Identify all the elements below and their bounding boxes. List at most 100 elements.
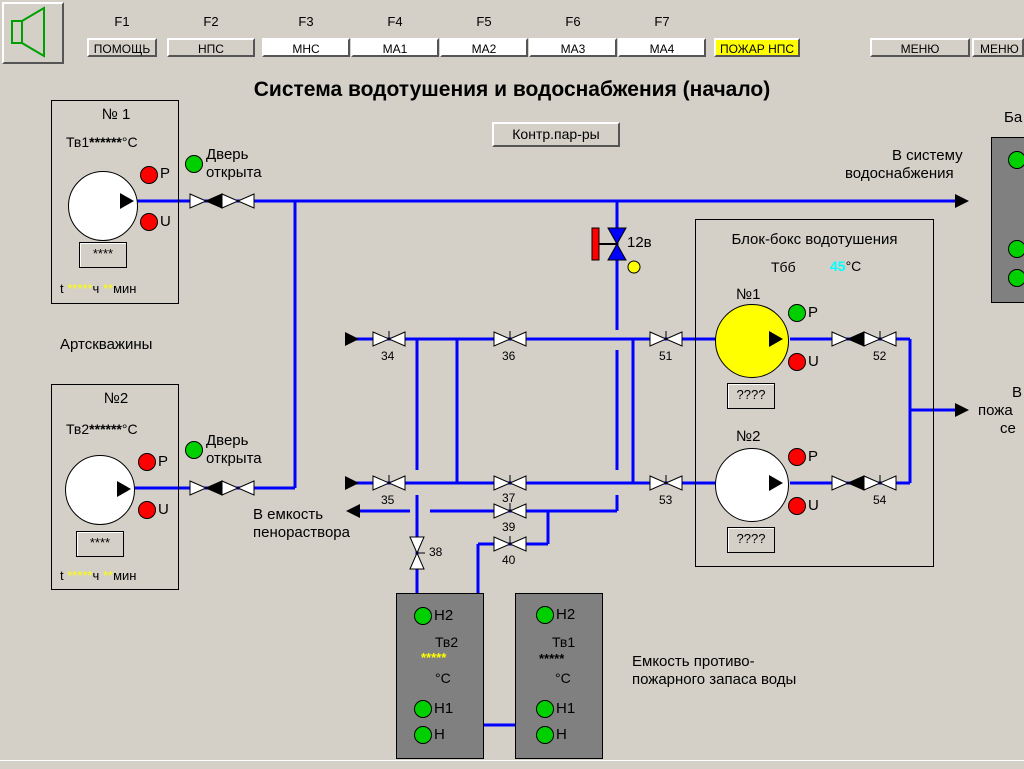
valve-52-label: 52 bbox=[873, 349, 887, 363]
well-1-panel: № 1 Тв1******°C P U **** t *****ч **мин bbox=[51, 100, 179, 304]
to-supply-label-2: водоснабжения bbox=[845, 165, 954, 182]
pump-1-u-label: U bbox=[808, 353, 819, 370]
fkey-f4: F4 bbox=[387, 14, 403, 29]
tank-1-unit: °C bbox=[555, 670, 571, 686]
bottom-edge bbox=[0, 760, 1024, 769]
well-1-temp: Тв1******°C bbox=[66, 134, 138, 150]
ma2-button[interactable]: МА2 bbox=[440, 38, 528, 57]
help-button[interactable]: ПОМОЩЬ bbox=[87, 38, 157, 57]
pump-1-title: №1 bbox=[736, 286, 761, 303]
fkey-f7: F7 bbox=[654, 14, 670, 29]
tank-1-value: ***** bbox=[539, 651, 565, 666]
tank-2-value: ***** bbox=[421, 650, 447, 665]
pump-2-p-label: P bbox=[808, 448, 819, 465]
valve-39-label: 39 bbox=[502, 520, 516, 534]
right-panel bbox=[991, 137, 1024, 303]
mns-button[interactable]: МНС bbox=[262, 38, 350, 57]
valve-53-label: 53 bbox=[659, 493, 673, 507]
valve-12-label: 12в bbox=[627, 234, 652, 251]
pump-direction-icon bbox=[117, 481, 131, 497]
fkey-f6: F6 bbox=[565, 14, 581, 29]
well-2-u-label: U bbox=[158, 501, 169, 518]
right-indicator-3 bbox=[1008, 269, 1024, 287]
pump-direction-icon bbox=[769, 475, 783, 491]
valve-35-label: 35 bbox=[381, 493, 395, 507]
tank-label-2: пожарного запаса воды bbox=[632, 671, 797, 688]
to-foam-label-1: В емкость bbox=[253, 506, 324, 523]
door-2-indicator bbox=[185, 441, 203, 459]
pump-2-title: №2 bbox=[736, 428, 761, 445]
tank-2-h-indicator bbox=[414, 726, 432, 744]
valve-34-label: 34 bbox=[381, 349, 395, 363]
tank-1-name: Тв1 bbox=[552, 634, 576, 650]
right-indicator-2 bbox=[1008, 240, 1024, 258]
well-2-status-box: **** bbox=[76, 531, 124, 557]
tank-1-h2-indicator bbox=[536, 606, 554, 624]
well-1-p-indicator bbox=[140, 166, 158, 184]
valve-54-label: 54 bbox=[873, 493, 887, 507]
pump-direction-icon bbox=[769, 331, 783, 347]
well-1-runtime: t *****ч **мин bbox=[60, 281, 137, 296]
pump-2-u-label: U bbox=[808, 497, 819, 514]
firebox-panel: Блок-бокс водотушения Тбб 45°C №1 P U ??… bbox=[695, 219, 934, 567]
tank-2-h1-indicator bbox=[414, 700, 432, 718]
door-1-label-2: открыта bbox=[206, 164, 262, 181]
right-indicator-1 bbox=[1008, 151, 1024, 169]
tank-1-h1-label: Н1 bbox=[556, 700, 576, 717]
pump-direction-icon bbox=[120, 193, 134, 209]
tank-2-h2-label: Н2 bbox=[434, 607, 454, 624]
fkey-f2: F2 bbox=[203, 14, 219, 29]
door-1-label-1: Дверь bbox=[206, 146, 249, 163]
pump-2-status-box: ???? bbox=[727, 527, 775, 553]
tank-2-h2-indicator bbox=[414, 607, 432, 625]
page-title: Система водотушения и водоснабжения (нач… bbox=[253, 78, 771, 101]
tank-1-h-label: Н bbox=[556, 726, 567, 743]
ma4-button[interactable]: МА4 bbox=[618, 38, 706, 57]
pump-1-status-box: ???? bbox=[727, 383, 775, 409]
nps-button[interactable]: НПС bbox=[167, 38, 255, 57]
fire-nps-button[interactable]: ПОЖАР НПС bbox=[714, 38, 800, 57]
firebox-temp: 45°C bbox=[830, 258, 862, 274]
to-fire-label-3: се bbox=[1000, 420, 1016, 437]
params-button[interactable]: Контр.пар-ры bbox=[492, 122, 620, 147]
tank-2-h1-label: Н1 bbox=[434, 700, 454, 717]
well-1-title: № 1 bbox=[101, 106, 131, 123]
pump-2-u-indicator bbox=[788, 497, 806, 515]
menu-button[interactable]: МЕНЮ bbox=[870, 38, 970, 57]
speaker-button[interactable] bbox=[2, 2, 64, 64]
tank-1-h1-indicator bbox=[536, 700, 554, 718]
well-1-status-box: **** bbox=[79, 242, 127, 268]
ma3-button[interactable]: МА3 bbox=[529, 38, 617, 57]
ma1-button[interactable]: МА1 bbox=[351, 38, 439, 57]
to-supply-label-1: В систему bbox=[892, 147, 963, 164]
tank-2-name: Тв2 bbox=[435, 634, 459, 650]
well-2-temp: Тв2******°C bbox=[66, 421, 138, 437]
to-fire-label-1: В bbox=[1012, 384, 1023, 401]
tank-2-h-label: Н bbox=[434, 726, 445, 743]
well-2-u-indicator bbox=[138, 501, 156, 519]
tank-2[interactable]: Н2 Тв2 ***** °C Н1 Н bbox=[396, 593, 484, 759]
tank-1-h-indicator bbox=[536, 726, 554, 744]
fkey-f1: F1 bbox=[114, 14, 130, 29]
right-panel-label: Ба bbox=[1004, 109, 1023, 126]
fkey-f5: F5 bbox=[476, 14, 492, 29]
to-foam-label-2: пенораствора bbox=[253, 524, 350, 541]
wells-label: Артскважины bbox=[60, 336, 153, 353]
well-1-u-indicator bbox=[140, 213, 158, 231]
door-1-indicator bbox=[185, 155, 203, 173]
menu-button-2[interactable]: МЕНЮ bbox=[972, 38, 1024, 57]
pump-2-p-indicator bbox=[788, 448, 806, 466]
pump-1-p-label: P bbox=[808, 304, 819, 321]
door-2-label-2: открыта bbox=[206, 450, 262, 467]
valve-40-label: 40 bbox=[502, 553, 516, 567]
valve-37-label: 37 bbox=[502, 491, 516, 505]
valve-38-label: 38 bbox=[429, 545, 443, 559]
well-2-p-label: P bbox=[158, 453, 169, 470]
firebox-title: Блок-бокс водотушения bbox=[731, 231, 898, 248]
fkey-f3: F3 bbox=[298, 14, 314, 29]
well-2-title: №2 bbox=[103, 390, 129, 407]
tank-1-h2-label: Н2 bbox=[556, 606, 576, 623]
valve-51-label: 51 bbox=[659, 349, 673, 363]
tank-1[interactable]: Н2 Тв1 ***** °C Н1 Н bbox=[515, 593, 603, 759]
